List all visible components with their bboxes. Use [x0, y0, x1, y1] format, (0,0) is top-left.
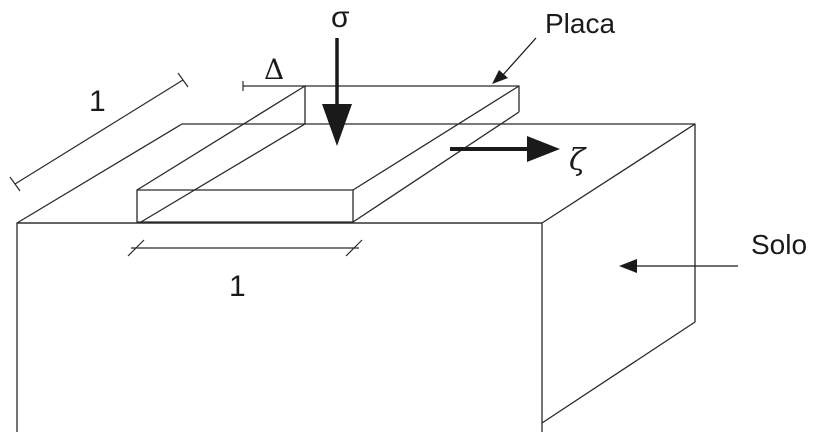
zeta-arrow	[450, 136, 560, 162]
soil-right-face	[541, 124, 696, 424]
plate-right-bottom-diagonal	[352, 111, 520, 223]
soil-front-face	[16, 222, 543, 432]
plate	[136, 85, 520, 223]
width-dimension	[127, 239, 363, 257]
depth-dimension	[9, 72, 189, 192]
plate-front-face	[136, 189, 354, 223]
plate-top-face	[136, 85, 520, 191]
solo-leader	[619, 259, 738, 273]
solo-label: Solo	[751, 229, 807, 260]
delta-label: Δ	[264, 53, 284, 86]
delta-dimension	[242, 81, 306, 91]
depth-dimension-label: 1	[89, 85, 106, 118]
placa-leader	[492, 37, 537, 84]
sigma-label: σ	[331, 1, 350, 34]
sigma-arrow	[322, 38, 352, 146]
soil-block	[16, 123, 696, 432]
width-dimension-label: 1	[229, 270, 246, 303]
soil-top-face	[16, 123, 696, 224]
placa-label: Placa	[545, 8, 615, 39]
zeta-label: ζ	[569, 143, 587, 178]
plate-inner-diagonal	[140, 123, 306, 223]
